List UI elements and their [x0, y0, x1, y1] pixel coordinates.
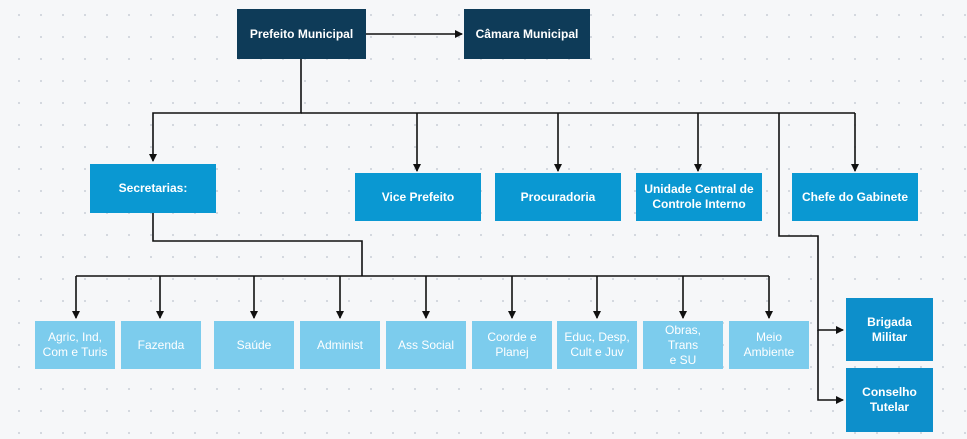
node-prefeito-municipal[interactable]: Prefeito Municipal	[237, 9, 366, 59]
node-unidade-central-controle-interno[interactable]: Unidade Central de Controle Interno	[636, 173, 762, 221]
node-secretarias[interactable]: Secretarias:	[90, 164, 216, 213]
node-chefe-do-gabinete[interactable]: Chefe do Gabinete	[792, 173, 918, 221]
node-ass-social[interactable]: Ass Social	[386, 321, 466, 369]
node-procuradoria[interactable]: Procuradoria	[495, 173, 621, 221]
node-administ[interactable]: Administ	[300, 321, 380, 369]
node-obras-trans-su[interactable]: Obras, Trans e SU	[643, 321, 723, 369]
node-vice-prefeito[interactable]: Vice Prefeito	[355, 173, 481, 221]
node-fazenda[interactable]: Fazenda	[121, 321, 201, 369]
node-saude[interactable]: Saúde	[214, 321, 294, 369]
node-educ-desp-cult-juv[interactable]: Educ, Desp, Cult e Juv	[557, 321, 637, 369]
edge-to-brigada	[778, 113, 844, 334]
edge-to-conselho	[817, 330, 844, 404]
edge-secretarias-down	[152, 213, 363, 276]
node-coorde-planej[interactable]: Coorde e Planej	[472, 321, 552, 369]
node-agric-ind-com-turis[interactable]: Agric, Ind, Com e Turis	[35, 321, 115, 369]
edge-prefeito-trunk	[149, 59, 302, 162]
node-brigada-militar[interactable]: Brigada Militar	[846, 298, 933, 361]
node-conselho-tutelar[interactable]: Conselho Tutelar	[846, 368, 933, 432]
node-meio-ambiente[interactable]: Meio Ambiente	[729, 321, 809, 369]
node-camara-municipal[interactable]: Câmara Municipal	[464, 9, 590, 59]
